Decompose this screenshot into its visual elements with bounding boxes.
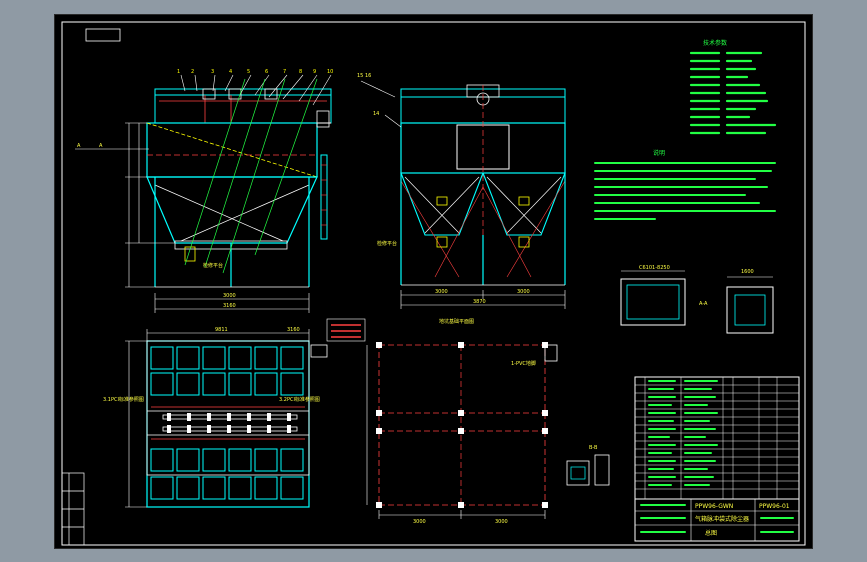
title-drawing-no-left: PPW96-GWN [695,503,733,510]
title-name: 气箱脉冲袋式除尘器 [695,515,749,523]
svg-text:7: 7 [283,69,286,75]
dim-label-a: 3000 [223,293,236,299]
svg-text:10: 10 [327,69,333,75]
svg-text:1600: 1600 [741,269,754,275]
parts-list: PPW96-GWN PPW96-01 气箱脉冲袋式除尘器 总图 [634,376,800,542]
front-elevation: 1 2 3 4 5 6 7 8 9 10 [75,69,333,313]
svg-text:检修平台: 检修平台 [377,240,397,247]
detail-views: C6101-8250 1600 A-A B-B [566,265,774,486]
svg-text:8: 8 [299,69,302,75]
svg-text:检修平台: 检修平台 [203,262,223,269]
svg-text:4: 4 [229,69,232,75]
svg-text:B-B: B-B [589,445,598,451]
svg-text:A: A [77,143,81,149]
title-drawing-no-right: PPW96-01 [759,503,790,510]
foundation-title: 地坑基础平面图 [439,318,474,325]
left-revision-strip [61,472,85,546]
svg-text:14: 14 [373,111,379,117]
side-elevation: 3000 3000 3870 检修平台 14 15 16 [357,73,566,309]
svg-text:3870: 3870 [473,299,486,305]
dim-label-c: 3000 [517,289,530,295]
svg-text:5: 5 [247,69,250,75]
tech-params-title: 技术参数 [703,39,727,47]
svg-text:3160: 3160 [223,303,236,309]
svg-text:2: 2 [191,69,194,75]
svg-text:6: 6 [265,69,268,75]
svg-text:A: A [99,143,103,149]
foundation-plan: 地坑基础平面图 3000 3000 1-PVC地脚 [366,318,558,525]
svg-text:3.1PCI标准参照图: 3.1PCI标准参照图 [103,396,144,403]
svg-text:A-A: A-A [699,301,708,307]
svg-text:15 16: 15 16 [357,73,371,79]
plan-view: 3.1PCI标准参照图 3.2PCI标准参照图 9811 3160 [103,318,366,508]
svg-text:3: 3 [211,69,214,75]
corner-box [85,28,121,42]
svg-text:1: 1 [177,69,180,75]
notes-title: 说明 [653,149,665,157]
sheet-border [61,21,806,546]
title-sheet: 总图 [705,529,717,537]
tech-params: 技术参数 说明 [594,39,777,220]
svg-text:3000: 3000 [413,519,426,525]
dim-label-b: 3000 [435,289,448,295]
svg-text:9: 9 [313,69,316,75]
dim-label-plan: 9811 [215,327,228,333]
cad-viewport[interactable]: 1 2 3 4 5 6 7 8 9 10 [54,14,813,549]
cad-drawing: 1 2 3 4 5 6 7 8 9 10 [61,21,806,546]
svg-text:3.2PCI标准参照图: 3.2PCI标准参照图 [279,396,320,403]
svg-text:3000: 3000 [495,519,508,525]
svg-text:1-PVC地脚: 1-PVC地脚 [511,360,536,367]
svg-text:C6101-8250: C6101-8250 [639,265,670,271]
dim-label-top: 3160 [287,327,300,333]
